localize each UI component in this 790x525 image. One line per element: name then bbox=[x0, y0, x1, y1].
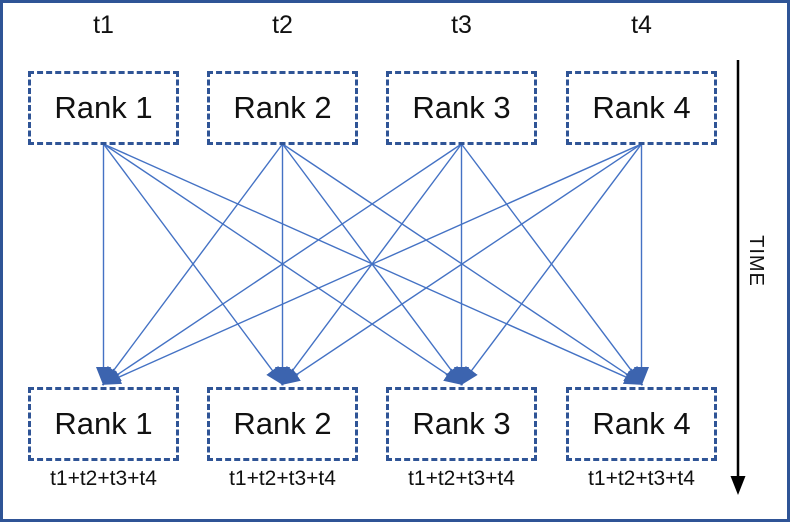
connector-line bbox=[460, 143, 643, 386]
connector-line bbox=[281, 143, 463, 386]
time-axis-arrow bbox=[730, 60, 746, 495]
top-rank-box-4: Rank 4 bbox=[566, 71, 717, 145]
top-time-label-2: t2 bbox=[272, 11, 293, 39]
bottom-rank-box-4: Rank 4 bbox=[566, 387, 717, 461]
connector-line bbox=[103, 143, 464, 386]
bottom-time-label-1: t1+t2+t3+t4 bbox=[50, 467, 157, 490]
connector-line bbox=[102, 143, 284, 386]
connector-line bbox=[282, 143, 644, 386]
connector-line bbox=[280, 143, 642, 386]
connector-line bbox=[281, 143, 463, 386]
connector-line bbox=[460, 143, 643, 386]
bottom-time-label-2: t1+t2+t3+t4 bbox=[229, 467, 336, 490]
top-rank-box-1: Rank 1 bbox=[28, 71, 179, 145]
connector-line bbox=[101, 143, 462, 386]
top-time-label-1: t1 bbox=[93, 11, 114, 39]
time-axis-label: TIME bbox=[745, 235, 767, 287]
connector-line bbox=[101, 143, 642, 385]
top-time-label-4: t4 bbox=[631, 11, 652, 39]
bottom-rank-box-2: Rank 2 bbox=[207, 387, 358, 461]
top-rank-box-3: Rank 3 bbox=[386, 71, 537, 145]
connector-line bbox=[102, 143, 284, 386]
time-axis-arrowhead-icon bbox=[730, 476, 746, 495]
bottom-time-label-3: t1+t2+t3+t4 bbox=[408, 467, 515, 490]
connector-lines bbox=[96, 143, 649, 386]
connector-line bbox=[103, 143, 644, 385]
bottom-rank-box-1: Rank 1 bbox=[28, 387, 179, 461]
top-rank-box-2: Rank 2 bbox=[207, 71, 358, 145]
bottom-rank-box-3: Rank 3 bbox=[386, 387, 537, 461]
top-time-label-3: t3 bbox=[451, 11, 472, 39]
bottom-time-label-4: t1+t2+t3+t4 bbox=[588, 467, 695, 490]
